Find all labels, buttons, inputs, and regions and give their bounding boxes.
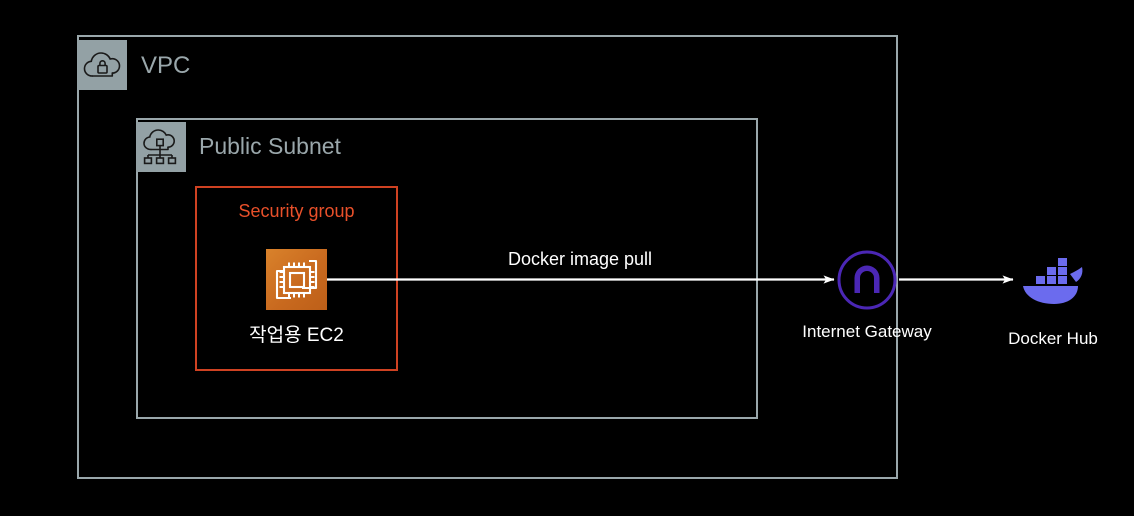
public-subnet-group-label: Public Subnet [199,133,341,159]
vpc-cloud-lock-icon [77,40,127,90]
vpc-group-box [77,35,898,479]
ec2-node-label: 작업용 EC2 [249,325,344,346]
vpc-group-label: VPC [141,52,191,79]
edge-label-docker-image-pull: Docker image pull [507,249,653,269]
ec2-instance-icon [266,249,327,310]
public-subnet-group-box [136,118,758,419]
docker-whale-icon [1018,252,1088,308]
public-subnet-cloud-network-icon [136,122,186,172]
internet-gateway-node-label: Internet Gateway [802,322,932,341]
docker-hub-node-label: Docker Hub [1008,329,1098,348]
internet-gateway-icon [837,250,897,310]
security-group-label: Security group [238,201,355,221]
